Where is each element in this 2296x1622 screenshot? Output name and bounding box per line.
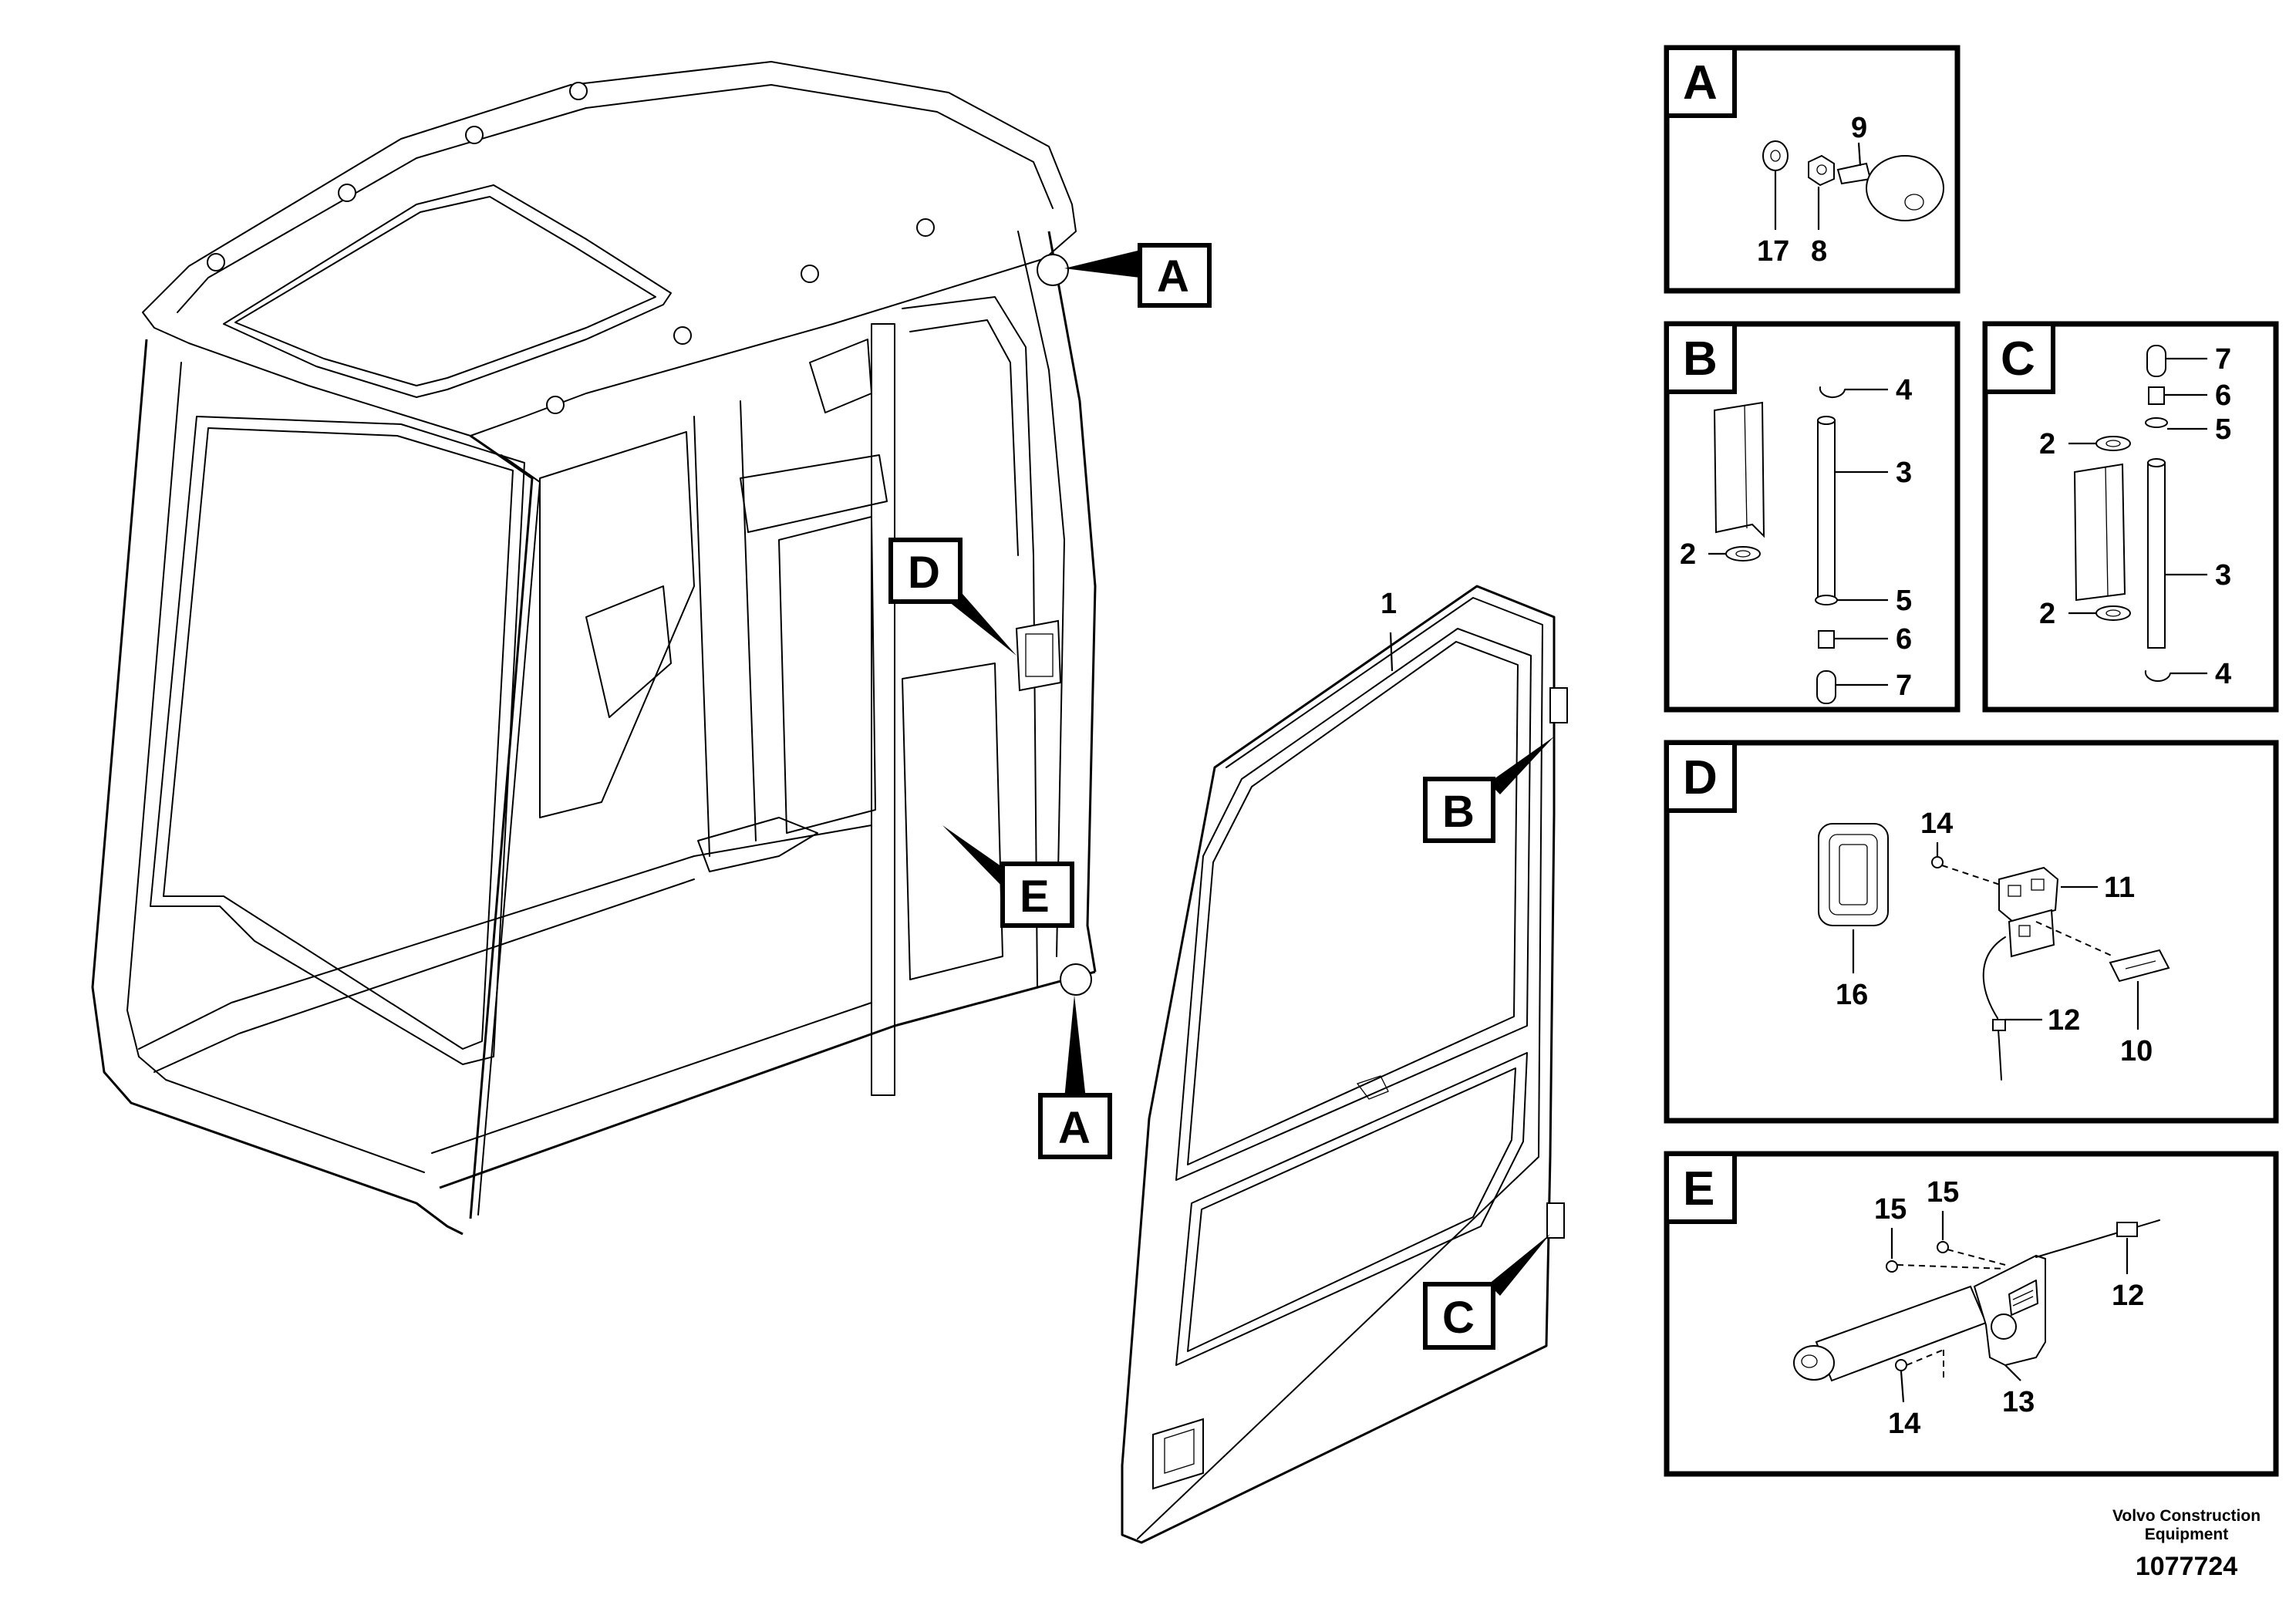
svg-text:2: 2 [2039,428,2055,460]
svg-text:5: 5 [2215,413,2231,446]
detail-d: D 11 14 16 12 10 [1664,740,2279,1124]
svg-text:2: 2 [2039,598,2055,630]
detail-e: E 15 15 12 13 14 [1664,1151,2279,1477]
svg-text:10: 10 [2120,1035,2153,1067]
door-hinge-lower [1546,1202,1565,1239]
svg-text:9: 9 [1851,112,1867,144]
svg-text:A: A [1683,56,1718,110]
svg-text:A: A [1058,1103,1091,1153]
svg-text:15: 15 [1874,1193,1907,1226]
callout-e: E [942,825,1074,928]
svg-text:12: 12 [2048,1004,2080,1037]
svg-text:6: 6 [2215,379,2231,412]
svg-text:D: D [1683,751,1718,804]
svg-text:C: C [1442,1293,1475,1343]
pivot-top [1037,254,1069,286]
svg-text:17: 17 [1757,235,1789,268]
svg-text:2: 2 [1680,538,1696,571]
svg-text:A: A [1157,251,1189,302]
svg-text:C: C [2001,332,2035,386]
svg-text:5: 5 [1896,585,1912,617]
callout-b: B [1423,737,1554,843]
svg-text:7: 7 [1896,669,1912,702]
svg-text:6: 6 [1896,623,1912,656]
company-line-2: Equipment [2145,1526,2229,1543]
footer: Volvo Construction Equipment 1077724 [2112,1507,2261,1581]
svg-text:8: 8 [1811,235,1827,268]
svg-text:12: 12 [2112,1280,2144,1312]
svg-text:7: 7 [2215,343,2231,376]
svg-text:13: 13 [2002,1386,2035,1418]
svg-text:3: 3 [2215,559,2231,592]
door-handle [1152,1418,1204,1490]
roof-bolts [207,82,935,414]
svg-text:4: 4 [2215,658,2231,690]
company-line-1: Volvo Construction [2112,1507,2261,1525]
svg-text:3: 3 [1896,457,1912,489]
document-number: 1077724 [2136,1552,2237,1581]
callout-d: D [888,538,1017,656]
svg-text:B: B [1683,332,1718,386]
svg-text:D: D [908,548,940,598]
svg-text:E: E [1020,872,1050,922]
svg-text:14: 14 [1888,1408,1920,1440]
callout-c: C [1423,1234,1550,1350]
pivot-bottom [1060,963,1092,996]
svg-text:16: 16 [1836,979,1868,1011]
label-door-1: 1 [1381,588,1397,620]
detail-a: A 9 17 8 [1664,45,1961,294]
cab-handle-bracket [1015,619,1062,692]
detail-c: C 7 6 5 2 3 2 4 [1982,321,2279,713]
callout-a-bottom: A [1038,995,1112,1159]
svg-text:B: B [1442,787,1475,837]
detail-b: B 4 3 2 5 6 7 [1664,321,1961,713]
cab-frame [91,61,1097,1236]
svg-text:14: 14 [1920,808,1953,840]
svg-text:E: E [1683,1162,1714,1216]
callout-a-top: A [1064,243,1212,308]
svg-text:11: 11 [2104,872,2135,904]
door-hinge-upper [1549,687,1568,723]
door-panel [1121,585,1568,1544]
svg-text:15: 15 [1927,1176,1959,1209]
svg-text:4: 4 [1896,374,1912,406]
